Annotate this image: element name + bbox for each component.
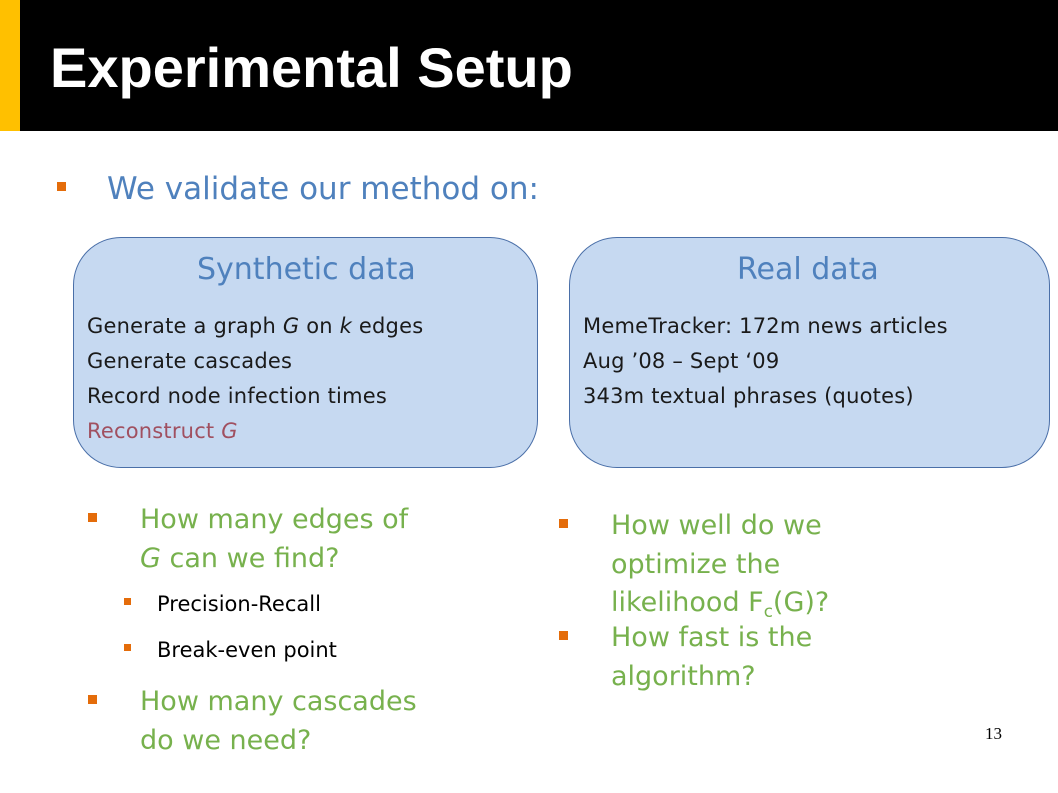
page-number: 13: [985, 724, 1002, 743]
synthetic-line-reconstruct: Reconstruct G: [87, 419, 238, 443]
lead-bullet-text: We validate our method on:: [107, 171, 539, 207]
lead-bullet-icon: [57, 182, 66, 191]
right-q1-line3: likelihood Fc(G)?: [611, 587, 830, 621]
left-q2-line2: do we need?: [140, 725, 312, 756]
left-q2-line1: How many cascades: [140, 686, 417, 717]
synthetic-line-generate-graph: Generate a graph G on k edges: [87, 314, 424, 338]
real-line-phrases: 343m textual phrases (quotes): [583, 384, 914, 408]
right-q2-line2: algorithm?: [611, 661, 756, 692]
synthetic-data-box: Synthetic data Generate a graph G on k e…: [73, 237, 538, 468]
left-q1-line1: How many edges of: [140, 504, 409, 535]
left-q2-bullet-icon: [88, 695, 97, 704]
title-bar: [0, 0, 1058, 131]
title-accent-stripe: [0, 0, 20, 131]
right-q2-line1: How fast is the: [611, 622, 813, 653]
left-q1-bullet-icon: [88, 513, 97, 522]
synthetic-line-record-times: Record node infection times: [87, 384, 388, 408]
left-sub1-text: Precision-Recall: [157, 592, 321, 616]
left-sub2-bullet-icon: [124, 644, 131, 651]
slide-title: Experimental Setup: [50, 36, 573, 99]
left-sub1-bullet-icon: [124, 598, 131, 605]
real-line-memetracker: MemeTracker: 172m news articles: [583, 314, 948, 338]
real-line-date-range: Aug ’08 – Sept ‘09: [583, 349, 780, 373]
right-q1-line1: How well do we: [611, 510, 822, 541]
synthetic-box-title: Synthetic data: [197, 252, 416, 287]
right-q1-line2: optimize the: [611, 549, 781, 580]
real-data-box: Real data MemeTracker: 172m news article…: [569, 237, 1050, 468]
left-q1-line2: G can we find?: [140, 543, 340, 574]
synthetic-line-generate-cascades: Generate cascades: [87, 349, 293, 373]
right-q1-bullet-icon: [559, 519, 568, 528]
right-q2-bullet-icon: [559, 631, 568, 640]
real-box-title: Real data: [737, 252, 879, 287]
left-sub2-text: Break-even point: [157, 638, 337, 662]
